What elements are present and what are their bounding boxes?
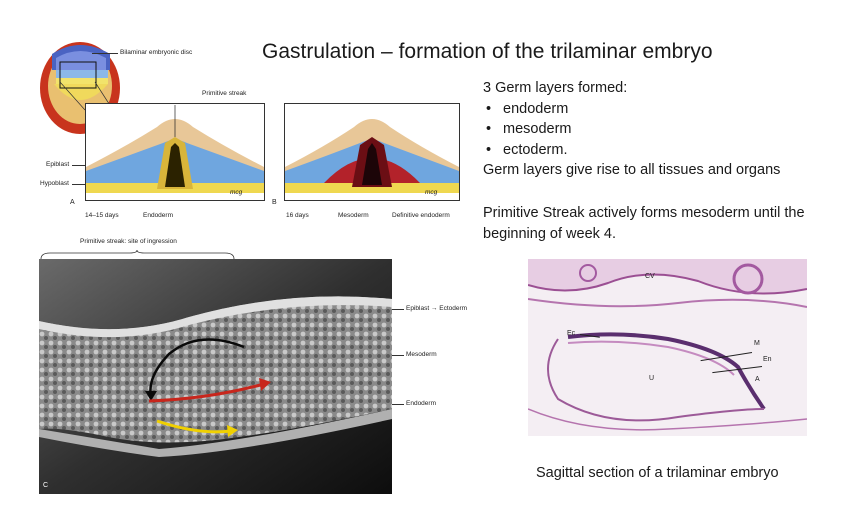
ingression-bracket [40,249,235,260]
mesoderm-label: Mesoderm [406,351,437,358]
panel-b-signature: mcg [425,189,438,196]
mesoderm-leader [392,355,404,356]
panel-b-diagram [284,103,460,201]
histology-caption: Sagittal section of a trilaminar embryo [536,465,779,481]
primitive-streak-text: Primitive Streak actively forms mesoderm… [483,205,805,242]
endoderm-label: Endoderm [406,400,436,407]
germ-layer-summary: Germ layers give rise to all tissues and… [483,162,781,178]
epiblast-leader [72,165,86,166]
histology-image [528,259,807,436]
panel-b-letter: B [272,199,277,206]
histology-label-u: U [649,375,655,382]
histology-label-ec: Ec [567,330,576,337]
epiblast-ectoderm-label: Epiblast → Ectoderm [406,305,468,312]
panel-a-endoderm: Endoderm [143,212,173,219]
histology-label-en: En [763,356,772,363]
histology-label-cv: CV [645,273,655,280]
histology-label-a: A [755,376,760,383]
panel-b-definitive-endoderm: Definitive endoderm [392,212,450,219]
disc-leader-line [92,53,118,54]
panel-a-days: 14–15 days [85,212,119,219]
epiblast-ectoderm-leader [392,309,404,310]
histology-label-m: M [754,340,760,347]
panel-a-letter: A [70,199,75,206]
ingression-bracket-label: Primitive streak: site of ingression [80,238,177,245]
epiblast-label: Epiblast [46,161,70,168]
bullet-mesoderm: mesoderm [483,119,848,140]
hypoblast-label: Hypoblast [40,180,69,187]
primitive-streak-label: Primitive streak [202,90,247,97]
panel-b-mesoderm: Mesoderm [338,212,369,219]
bullet-endoderm: endoderm [483,99,848,120]
endoderm-leader [392,404,404,405]
panel-a-signature: mcg [230,189,243,196]
disc-label: Bilaminar embryonic disc [120,49,193,56]
germ-layer-intro: 3 Germ layers formed: [483,80,628,96]
panel-c-letter: C [43,482,49,489]
panel-a-diagram [85,103,265,201]
panel-b-days: 16 days [286,212,309,219]
bullet-ectoderm: ectoderm. [483,140,848,161]
sem-micrograph [39,259,392,494]
slide-title: Gastrulation – formation of the trilamin… [262,40,713,63]
germ-layer-list: 3 Germ layers formed: endoderm mesoderm … [483,78,848,181]
hypoblast-leader [72,184,86,185]
